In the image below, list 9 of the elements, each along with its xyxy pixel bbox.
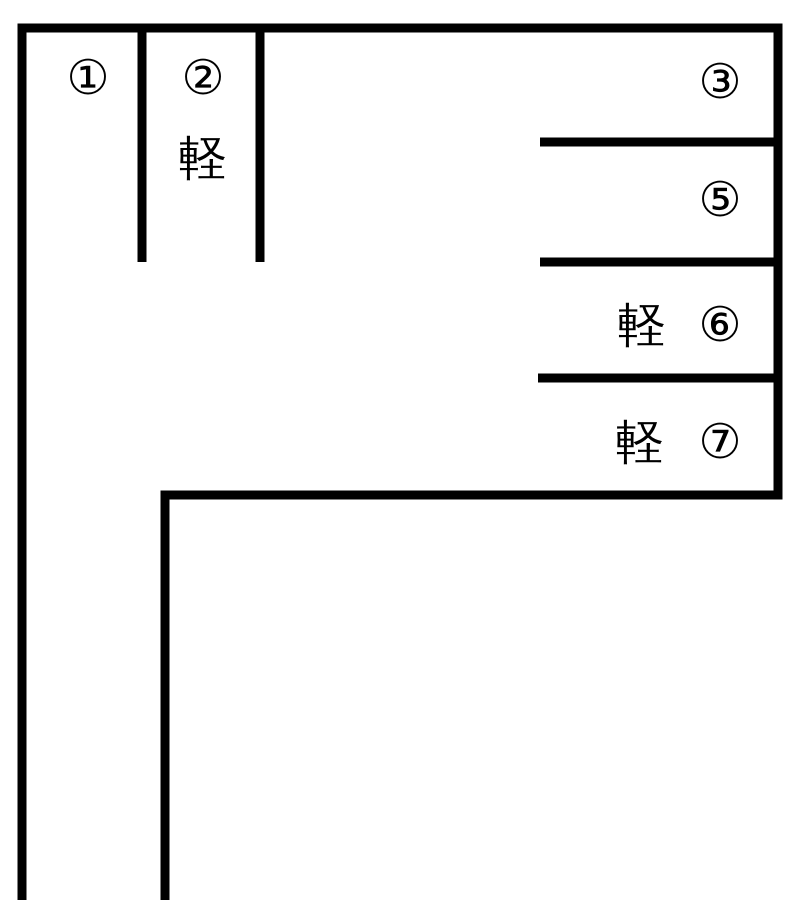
light-vehicle-mark: 軽 (618, 301, 666, 349)
light-vehicle-mark: 軽 (616, 418, 664, 466)
space-number: ⑦ (698, 418, 742, 466)
space-number: ⑥ (698, 301, 742, 349)
light-vehicle-mark: 軽 (179, 134, 227, 182)
space-number: ⑤ (698, 176, 742, 224)
space-number: ② (181, 54, 225, 102)
space-number: ① (66, 54, 110, 102)
space-number: ③ (698, 58, 742, 106)
